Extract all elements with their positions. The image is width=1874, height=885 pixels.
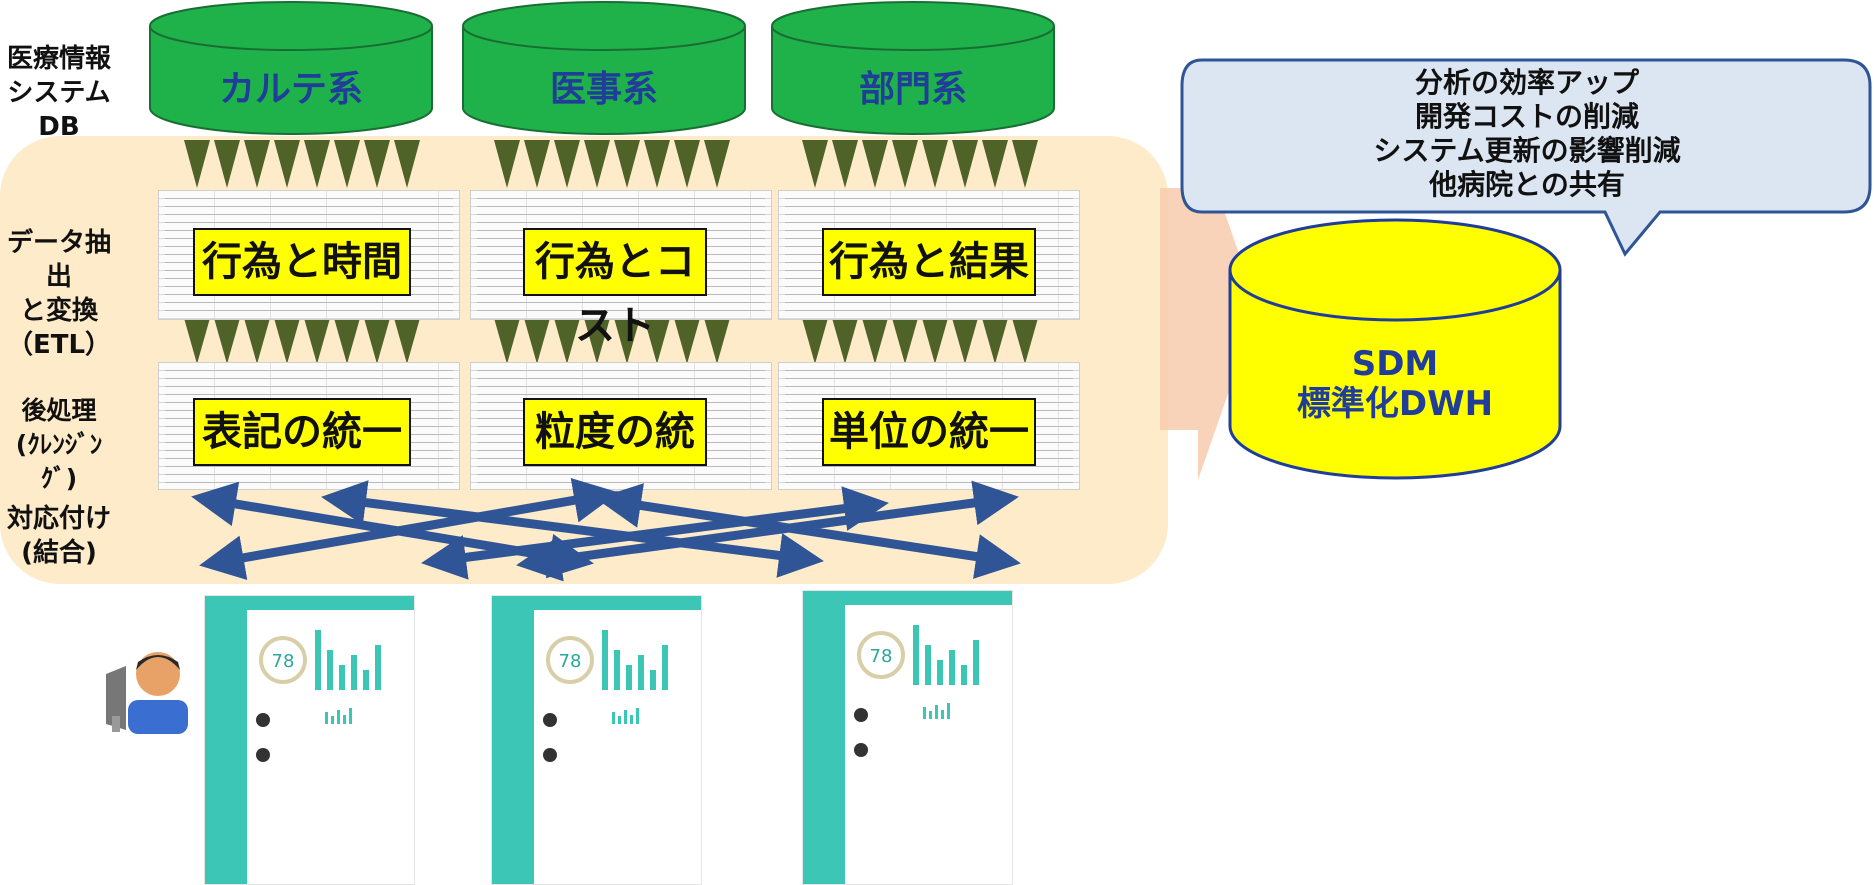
down-arrow — [952, 140, 978, 188]
dashboard-2: 78 — [491, 595, 702, 885]
down-arrow — [802, 318, 828, 364]
etl-box-cost: 行為とコスト — [523, 228, 707, 349]
etl-box-time: 行為と時間 — [193, 228, 411, 296]
down-arrow — [494, 140, 520, 188]
db-cylinder-iji — [462, 1, 746, 135]
db-label-iji: 医事系 — [549, 69, 658, 110]
dash-percent-1: 78 — [272, 651, 295, 672]
down-arrow — [364, 318, 390, 364]
down-arrow — [832, 140, 858, 188]
row-label-join: 対応付け(結合) — [6, 504, 111, 568]
down-arrow — [704, 140, 730, 188]
down-arrow — [704, 318, 730, 364]
db-cylinder-karte — [149, 1, 433, 135]
callout-bubble — [1180, 58, 1872, 257]
down-arrow — [184, 140, 210, 188]
down-arrow — [554, 140, 580, 188]
down-arrow — [304, 318, 330, 364]
dashboard-3: 78 — [802, 590, 1013, 885]
flow-arrow-to-dwh — [1160, 136, 1258, 480]
down-arrows-extract — [184, 140, 1038, 188]
down-arrow — [214, 318, 240, 364]
down-arrow — [674, 140, 700, 188]
down-arrow — [184, 318, 210, 364]
callout-text: 分析の効率アップ開発コストの削減システム更新の影響削減他病院との共有 — [1373, 66, 1681, 201]
down-arrow — [802, 140, 828, 188]
user-at-computer-icon — [106, 652, 188, 734]
down-arrow — [922, 318, 948, 364]
down-arrow — [1012, 318, 1038, 364]
down-arrow — [274, 318, 300, 364]
dashboard-1: 78 — [204, 595, 415, 885]
down-arrow — [952, 318, 978, 364]
down-arrow — [334, 140, 360, 188]
row-label-cleansing: 後処理(ｸﾚﾝｼﾞﾝｸﾞ) — [15, 396, 103, 493]
db-cylinder-bumon — [771, 1, 1055, 135]
source-db-cylinders — [149, 1, 1055, 135]
down-arrow — [1012, 140, 1038, 188]
down-arrow — [982, 140, 1008, 188]
row-label-etl: データ抽出と変換（ETL） — [6, 228, 112, 360]
dwh-cylinder — [1228, 218, 1562, 480]
down-arrow — [274, 140, 300, 188]
down-arrow — [862, 318, 888, 364]
down-arrow — [982, 318, 1008, 364]
down-arrow — [244, 318, 270, 364]
down-arrow — [364, 140, 390, 188]
down-arrow — [584, 318, 610, 364]
down-arrow — [524, 140, 550, 188]
down-arrow — [334, 318, 360, 364]
down-arrow — [614, 318, 640, 364]
down-arrow — [304, 140, 330, 188]
down-arrow — [892, 140, 918, 188]
down-arrows-cleanse — [184, 318, 1038, 364]
down-arrow — [862, 140, 888, 188]
down-arrow — [394, 318, 420, 364]
join-crossing-arrows — [191, 478, 1021, 582]
down-arrow — [674, 318, 700, 364]
down-arrow — [614, 140, 640, 188]
cleanse-box-notation: 表記の統一 — [193, 398, 411, 466]
cross-arrow-f — [421, 486, 889, 580]
down-arrow — [494, 318, 520, 364]
down-arrow — [524, 318, 550, 364]
down-arrow — [394, 140, 420, 188]
cleanse-box-granularity: 粒度の統一 — [523, 398, 707, 519]
down-arrow — [244, 140, 270, 188]
down-arrow — [584, 140, 610, 188]
cleanse-box-unit: 単位の統一 — [822, 398, 1036, 466]
db-label-karte: カルテ系 — [218, 69, 363, 110]
down-arrow — [214, 140, 240, 188]
down-arrow — [922, 140, 948, 188]
down-arrow — [644, 140, 670, 188]
down-arrow — [554, 318, 580, 364]
dash-percent-2: 78 — [559, 651, 582, 672]
dash-percent-3: 78 — [870, 646, 893, 667]
etl-box-result: 行為と結果 — [822, 228, 1036, 296]
down-arrow — [892, 318, 918, 364]
down-arrow — [832, 318, 858, 364]
down-arrow — [644, 318, 670, 364]
db-label-bumon: 部門系 — [858, 69, 967, 110]
